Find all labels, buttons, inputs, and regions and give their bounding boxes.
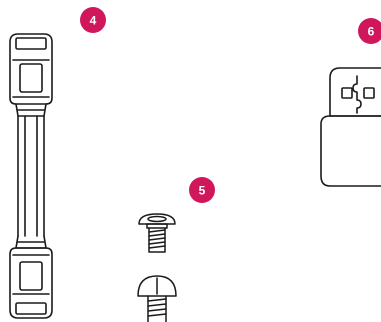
- pan-head-screw-icon: [137, 275, 177, 322]
- usb-adapter-icon: [320, 67, 381, 187]
- part-badge-6: 6: [358, 18, 381, 44]
- part-badge-5: 5: [189, 177, 215, 203]
- hdmi-extension-cable-icon: [9, 33, 53, 319]
- badge-4-label: 4: [90, 14, 97, 28]
- threaded-screw-icon: [138, 213, 176, 253]
- badge-6-label: 6: [368, 25, 375, 39]
- part-badge-4: 4: [80, 7, 106, 33]
- badge-5-label: 5: [199, 184, 206, 198]
